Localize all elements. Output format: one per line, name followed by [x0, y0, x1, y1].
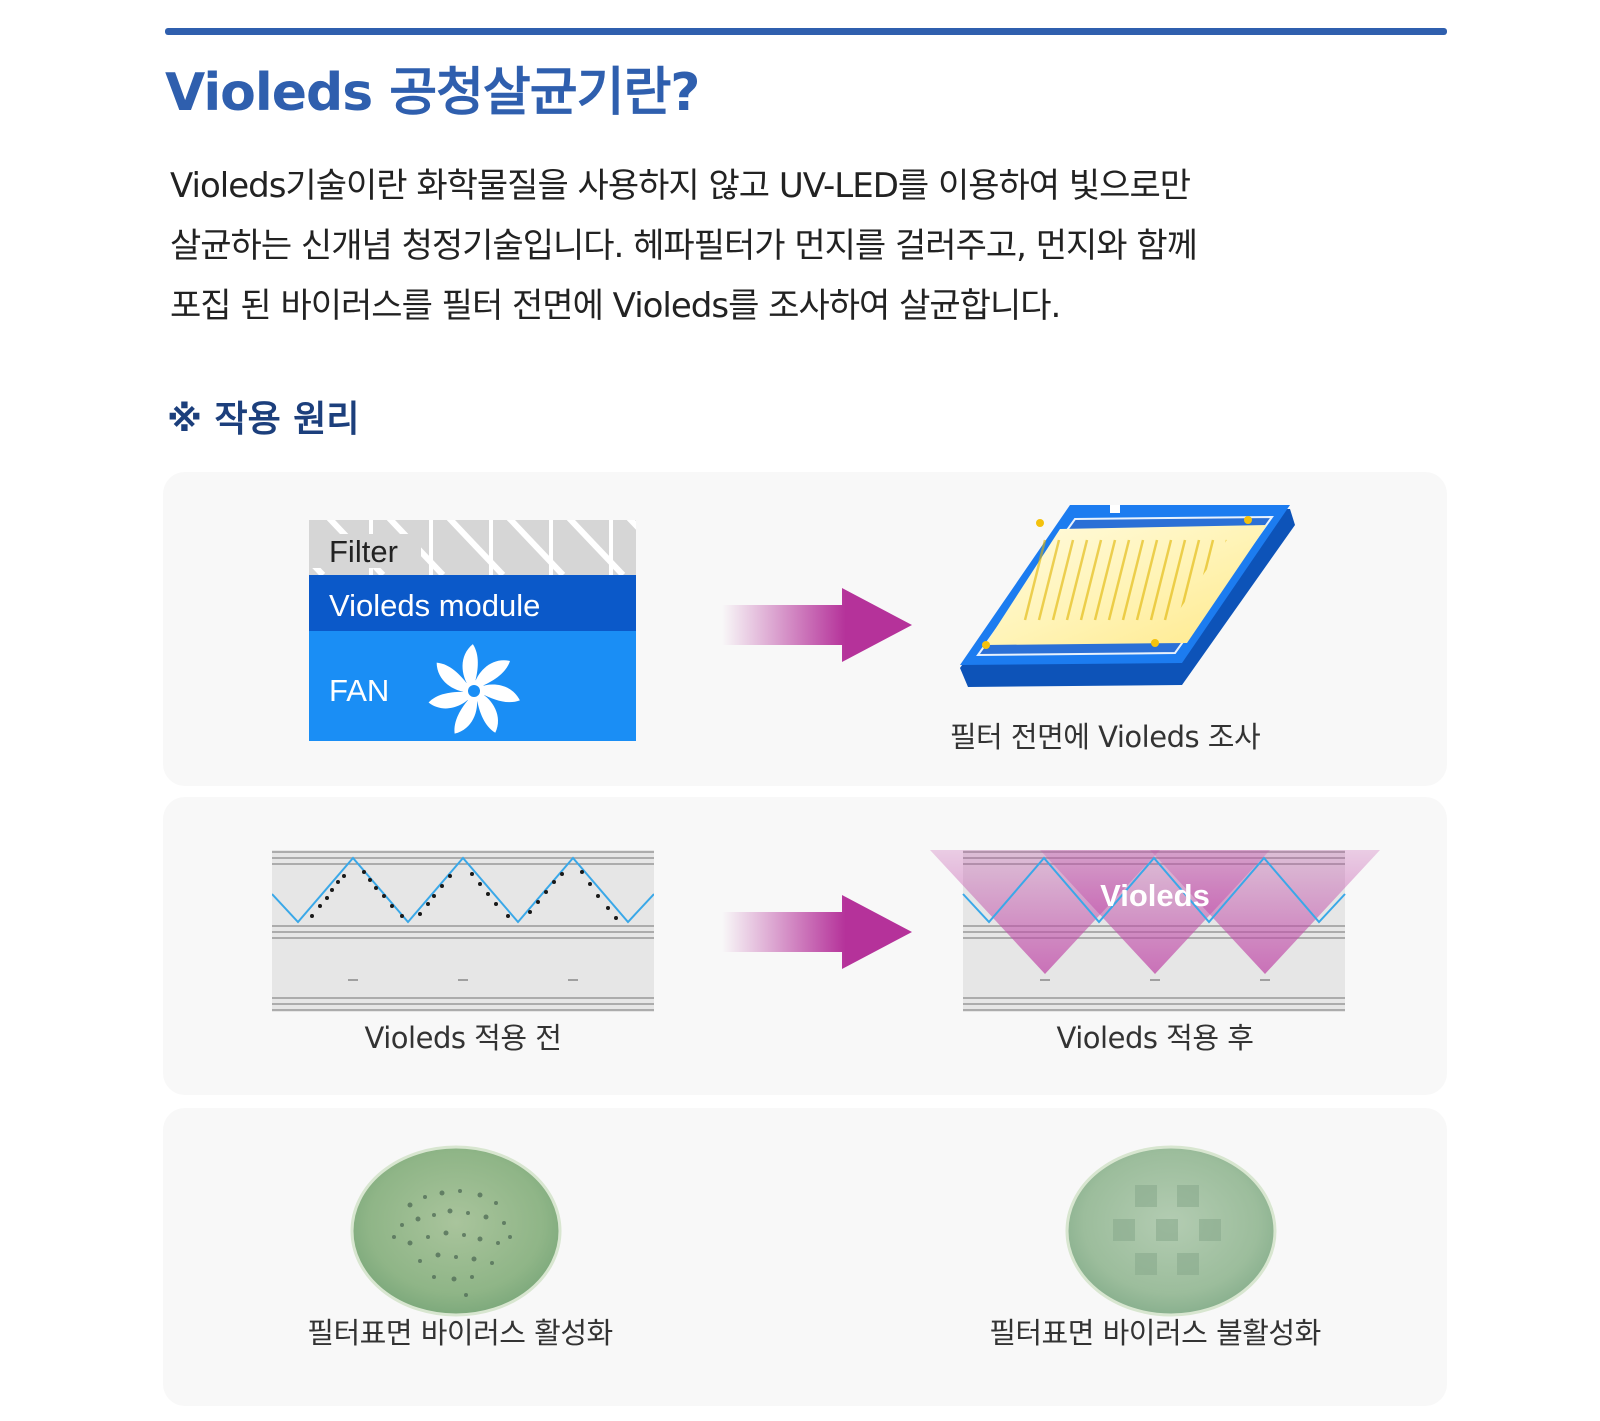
arrow-right-icon [722, 588, 912, 662]
active-caption: 필터표면 바이러스 활성화 [307, 1316, 613, 1350]
intro-line: Violeds기술이란 화학물질을 사용하지 않고 UV-LED를 이용하여 빛… [170, 166, 1191, 206]
title-rule [165, 28, 1447, 35]
fan-label: FAN [329, 673, 389, 708]
page-title: Violeds 공청살균기란? [165, 63, 700, 123]
violeds-label: Violeds [1100, 878, 1210, 913]
fan-layer: FAN [309, 631, 636, 741]
before-caption: Violeds 적용 전 [364, 1021, 562, 1055]
led-caption: 필터 전면에 Violeds 조사 [949, 720, 1261, 754]
fan-icon [428, 644, 520, 734]
filter-before-diagram [272, 850, 654, 1012]
module-layer: Violeds module [309, 575, 636, 631]
petri-dish-active [350, 1145, 562, 1317]
inactive-caption: 필터표면 바이러스 불활성화 [989, 1316, 1321, 1350]
module-diagram: Filter Violeds module FAN [309, 520, 636, 741]
section-title: ※ 작용 원리 [167, 399, 360, 440]
filter-label: Filter [329, 534, 398, 569]
led-module-image [960, 505, 1295, 687]
arrow-right-icon [722, 895, 912, 969]
after-caption: Violeds 적용 후 [1056, 1021, 1254, 1055]
intro-line: 살균하는 신개념 청정기술입니다. 헤파필터가 먼지를 걸러주고, 먼지와 함께 [170, 226, 1198, 266]
intro-line: 포집 된 바이러스를 필터 전면에 Violeds를 조사하여 살균합니다. [170, 286, 1061, 326]
petri-dish-inactive [1065, 1145, 1277, 1317]
module-label: Violeds module [329, 588, 540, 623]
intro-paragraph: Violeds기술이란 화학물질을 사용하지 않고 UV-LED를 이용하여 빛… [170, 156, 1450, 336]
filter-after-diagram: Violeds [930, 850, 1380, 1012]
filter-layer: Filter [309, 520, 636, 575]
